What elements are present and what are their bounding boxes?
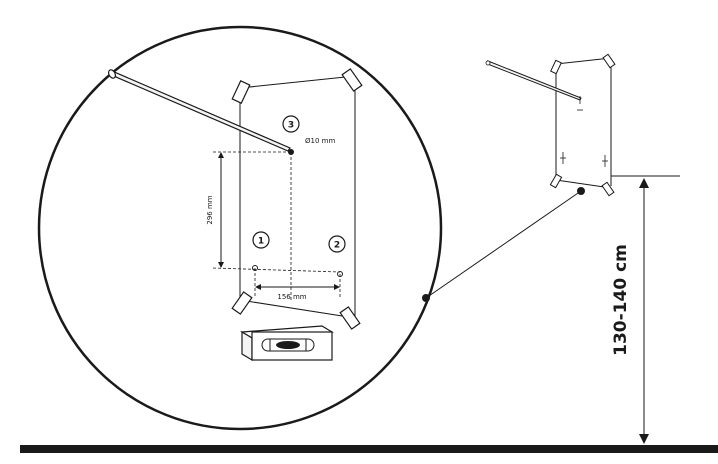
mirror-outline-small (555, 57, 612, 189)
leader-dot-circle (422, 294, 430, 302)
leader-line (425, 190, 582, 299)
spirit-level-icon (240, 325, 334, 362)
corner-bracket-small (549, 53, 616, 197)
corner-bracket-icon (231, 68, 363, 330)
horizontal-distance-label: 156 mm (277, 293, 306, 301)
guide-lines (212, 151, 341, 300)
hole-1-label: 1 (258, 237, 264, 247)
mirror-outline-large (239, 75, 356, 319)
vertical-distance-label: 296 mm (206, 195, 214, 224)
horizontal-dimension (255, 284, 340, 290)
hole-3-badge: 3 (282, 115, 300, 133)
drill-bit-small (485, 60, 582, 101)
leader-dot-mirror (577, 187, 585, 195)
hole-1-badge: 1 (252, 231, 270, 249)
small-hole-marks (560, 96, 608, 167)
floor-line (20, 445, 718, 453)
drill-diameter-label: Ø10 mm (305, 137, 335, 145)
height-dimension (639, 178, 649, 444)
hole-2-badge: 2 (328, 235, 346, 253)
drill-bit-icon (107, 69, 291, 152)
vertical-dimension (218, 152, 224, 268)
mount-height-label: 130-140 cm (611, 244, 631, 356)
hole-2-label: 2 (334, 241, 340, 251)
hole-3-label: 3 (288, 121, 294, 131)
